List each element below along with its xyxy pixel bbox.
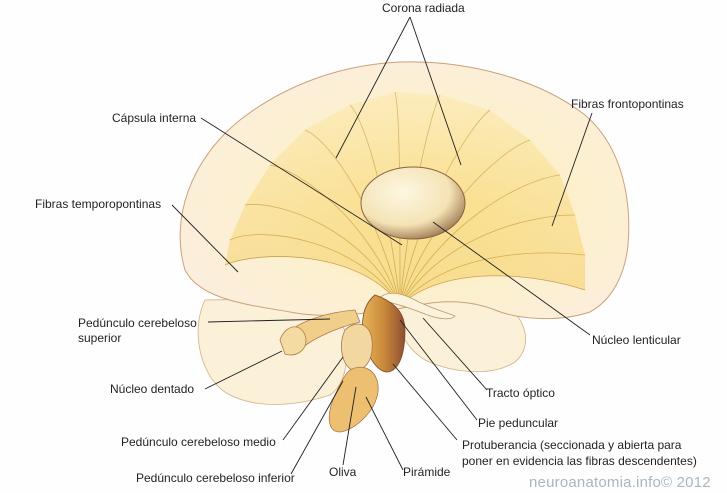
leader-fibras-frontopontinas [551, 112, 593, 227]
leader-pedunculo-medio [282, 356, 344, 441]
label-capsula-interna: Cápsula interna [112, 111, 197, 125]
label-nucleo-dentado: Núcleo dentado [110, 382, 195, 396]
leader-oliva [342, 386, 357, 466]
dentate-nucleus-shape [279, 326, 307, 356]
label-piramide: Pirámide [403, 465, 451, 479]
optic-tract [377, 292, 456, 320]
leader-pedunculo-inferior [290, 380, 344, 475]
label-pedunculo-medio: Pedúnculo cerebeloso medio [121, 435, 276, 449]
leader-corona-radiada-right [409, 16, 462, 166]
middle-peduncle-shape [341, 323, 373, 371]
label-pie-peduncular: Pie peduncular [478, 416, 559, 430]
leader-nucleo-lenticular [432, 221, 591, 336]
leader-tracto-optico [422, 317, 488, 391]
lenticular-nucleus [360, 166, 466, 240]
leader-corona-radiada-left [335, 16, 411, 159]
label-oliva: Oliva [329, 465, 357, 479]
label-protuberancia-line1: Protuberancia (seccionada y abierta para [462, 438, 682, 452]
leader-nucleo-dentado [204, 350, 283, 390]
leader-pie-peduncular [399, 319, 478, 421]
watermark: neuroanatomia.info© 2012 [529, 474, 711, 491]
leader-piramide [365, 396, 404, 471]
leader-capsula-interna [200, 117, 403, 246]
label-fibras-temporopontinas: Fibras temporopontinas [35, 197, 162, 211]
label-fibras-frontopontinas: Fibras frontopontinas [571, 97, 684, 111]
leader-protuberancia [392, 363, 458, 441]
leader-pedunculo-superior [207, 318, 331, 323]
label-pedunculo-superior-line2: superior [78, 331, 122, 345]
label-nucleo-lenticular: Núcleo lenticular [592, 333, 681, 347]
label-tracto-optico: Tracto óptico [486, 386, 555, 400]
label-protuberancia-line2: poner en evidencia las fibras descendent… [462, 454, 697, 468]
label-pedunculo-superior-line1: Pedúnculo cerebeloso [78, 316, 197, 330]
label-pedunculo-inferior: Pedúnculo cerebeloso inferior [136, 471, 295, 485]
label-corona-radiada: Corona radiada [382, 1, 465, 15]
leader-fibras-temporopontinas [171, 204, 239, 273]
